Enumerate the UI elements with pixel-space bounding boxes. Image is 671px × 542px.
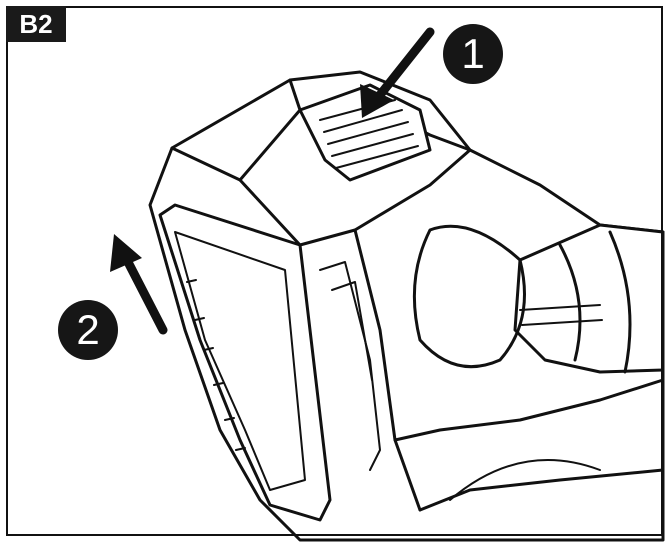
step-marker-1: 1 <box>443 24 503 84</box>
tool-handle <box>513 223 665 374</box>
step-marker-2: 2 <box>58 300 118 360</box>
push-down-arrow <box>360 27 435 118</box>
battery-pack <box>158 203 332 522</box>
release-button <box>298 83 432 182</box>
panel-label: B2 <box>6 6 66 42</box>
slide-up-arrow <box>110 234 168 335</box>
figure-frame <box>6 6 663 536</box>
